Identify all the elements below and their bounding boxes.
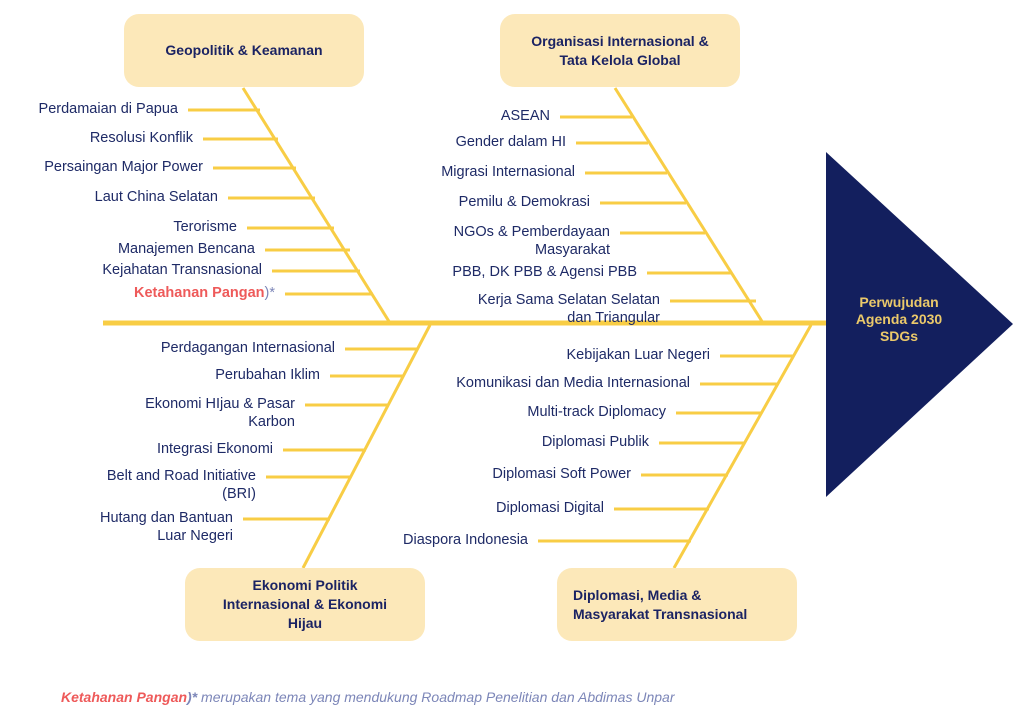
cause-label: Diaspora Indonesia — [403, 531, 528, 549]
cause-label-line: Multi-track Diplomacy — [527, 404, 666, 420]
category-box-diplomasi: Diplomasi, Media & Masyarakat Transnasio… — [557, 568, 797, 641]
cause-label: Kebijakan Luar Negeri — [567, 346, 710, 364]
category-title-line: Diplomasi, Media & — [573, 586, 702, 603]
fish-head-triangle — [826, 152, 1013, 497]
cause-label-line: Terorisme — [173, 219, 237, 235]
cause-label: Pemilu & Demokrasi — [459, 193, 590, 211]
cause-label: Gender dalam HI — [456, 133, 566, 151]
cause-label-line: Gender dalam HI — [455, 134, 566, 150]
head-label-line: SDGs — [879, 328, 919, 344]
head-label: Perwujudan Agenda 2030 SDGs — [836, 294, 962, 345]
cause-label: Diplomasi Publik — [542, 433, 649, 451]
bone-diagonal-diplomasi — [672, 324, 813, 569]
cause-label: Kejahatan Transnasional — [102, 261, 262, 279]
category-title-organisasi: Organisasi Internasional & Tata Kelola G… — [531, 32, 708, 70]
cause-label: Belt and Road Initiative (BRI) — [107, 467, 256, 503]
cause-label-line: Kejahatan Transnasional — [102, 262, 262, 278]
cause-label-line: Luar Negeri — [157, 528, 233, 544]
cause-label-line: Kerja Sama Selatan Selatan — [477, 292, 660, 308]
cause-label: Perdagangan Internasional — [161, 339, 335, 357]
cause-label: Perubahan Iklim — [215, 366, 320, 384]
cause-label-line: Ketahanan Pangan)* — [134, 284, 275, 302]
cause-label-line: Perdagangan Internasional — [160, 340, 335, 356]
cause-label: Komunikasi dan Media Internasional — [456, 374, 690, 392]
bone-diagonal-ekonomi — [301, 324, 432, 569]
cause-label: Integrasi Ekonomi — [157, 440, 273, 458]
footnote: Ketahanan Pangan)* merupakan tema yang m… — [61, 689, 674, 705]
category-title-line: Ekonomi Politik — [252, 577, 358, 593]
cause-label-line: Kebijakan Luar Negeri — [566, 347, 710, 363]
cause-label-line: Diaspora Indonesia — [403, 532, 528, 548]
cause-label: Laut China Selatan — [95, 188, 218, 206]
cause-label: Ketahanan Pangan)* — [134, 284, 275, 302]
cause-label-line: Migrasi Internasional — [441, 164, 575, 180]
cause-label-line: Persaingan Major Power — [44, 159, 203, 175]
footnote-highlight: Ketahanan Pangan — [61, 689, 188, 705]
cause-label-line: Diplomasi Publik — [541, 434, 649, 450]
cause-label-line: Diplomasi Digital — [496, 500, 604, 516]
cause-label: Manajemen Bencana — [118, 240, 255, 258]
bone-diagonal-organisasi — [613, 87, 765, 324]
cause-label: Terorisme — [173, 218, 237, 236]
footnote-marker: )* — [264, 285, 275, 301]
footnote-marker: )* — [187, 689, 198, 705]
cause-label-line: Perubahan Iklim — [215, 367, 320, 383]
bone-diagonal-geopolitik — [241, 87, 392, 324]
category-title-line: Hijau — [287, 615, 323, 631]
head-label-line: Agenda 2030 — [855, 311, 943, 327]
cause-label-line: Pemilu & Demokrasi — [458, 194, 590, 210]
category-box-geopolitik: Geopolitik & Keamanan — [124, 14, 364, 87]
cause-label: Multi-track Diplomacy — [527, 403, 666, 421]
cause-label: Kerja Sama Selatan Selatan dan Triangular — [478, 291, 660, 327]
footnote-text: merupakan tema yang mendukung Roadmap Pe… — [197, 689, 675, 705]
cause-label: Persaingan Major Power — [44, 158, 203, 176]
category-box-ekonomi: Ekonomi Politik Internasional & Ekonomi … — [185, 568, 425, 641]
cause-label-line: Karbon — [248, 414, 295, 430]
cause-label-line: Manajemen Bencana — [117, 241, 255, 257]
cause-label-line: PBB, DK PBB & Agensi PBB — [452, 264, 637, 280]
cause-label: Diplomasi Soft Power — [492, 465, 631, 483]
category-title-diplomasi: Diplomasi, Media & Masyarakat Transnasio… — [573, 586, 747, 624]
cause-label-line: ASEAN — [500, 108, 550, 124]
cause-label-line: Integrasi Ekonomi — [156, 441, 273, 457]
cause-label-line: Hutang dan Bantuan — [99, 510, 233, 526]
cause-label-line: Ekonomi HIjau & Pasar — [145, 396, 295, 412]
highlighted-theme: Ketahanan Pangan — [133, 285, 265, 301]
category-title-line: Masyarakat Transnasional — [573, 605, 748, 622]
cause-label-line: Masyarakat — [535, 242, 610, 258]
category-title-line: Geopolitik & Keamanan — [165, 42, 323, 58]
cause-label-line: Laut China Selatan — [94, 189, 218, 205]
category-title-ekonomi: Ekonomi Politik Internasional & Ekonomi … — [223, 576, 387, 633]
cause-label: Diplomasi Digital — [496, 499, 604, 517]
cause-label: Perdamaian di Papua — [39, 100, 178, 118]
category-title-line: Organisasi Internasional & — [531, 32, 709, 49]
cause-label: Resolusi Konflik — [90, 129, 193, 147]
head-label-line: Perwujudan — [859, 294, 939, 310]
cause-label: ASEAN — [501, 107, 550, 125]
cause-label-line: Resolusi Konflik — [89, 130, 193, 146]
category-title-line: Internasional & Ekonomi — [222, 596, 388, 612]
category-title-geopolitik: Geopolitik & Keamanan — [165, 41, 322, 60]
cause-label: PBB, DK PBB & Agensi PBB — [452, 263, 637, 281]
cause-label-line: Komunikasi dan Media Internasional — [456, 375, 690, 391]
category-box-organisasi: Organisasi Internasional & Tata Kelola G… — [500, 14, 740, 87]
cause-label-line: (BRI) — [222, 486, 256, 502]
category-title-line: Tata Kelola Global — [559, 51, 681, 68]
cause-label: Migrasi Internasional — [441, 163, 575, 181]
cause-label-line: Belt and Road Initiative — [106, 468, 256, 484]
cause-label-line: Diplomasi Soft Power — [492, 466, 631, 482]
cause-label-line: NGOs & Pemberdayaan — [453, 224, 610, 240]
cause-label-line: dan Triangular — [567, 310, 660, 326]
cause-label-line: Perdamaian di Papua — [38, 101, 178, 117]
